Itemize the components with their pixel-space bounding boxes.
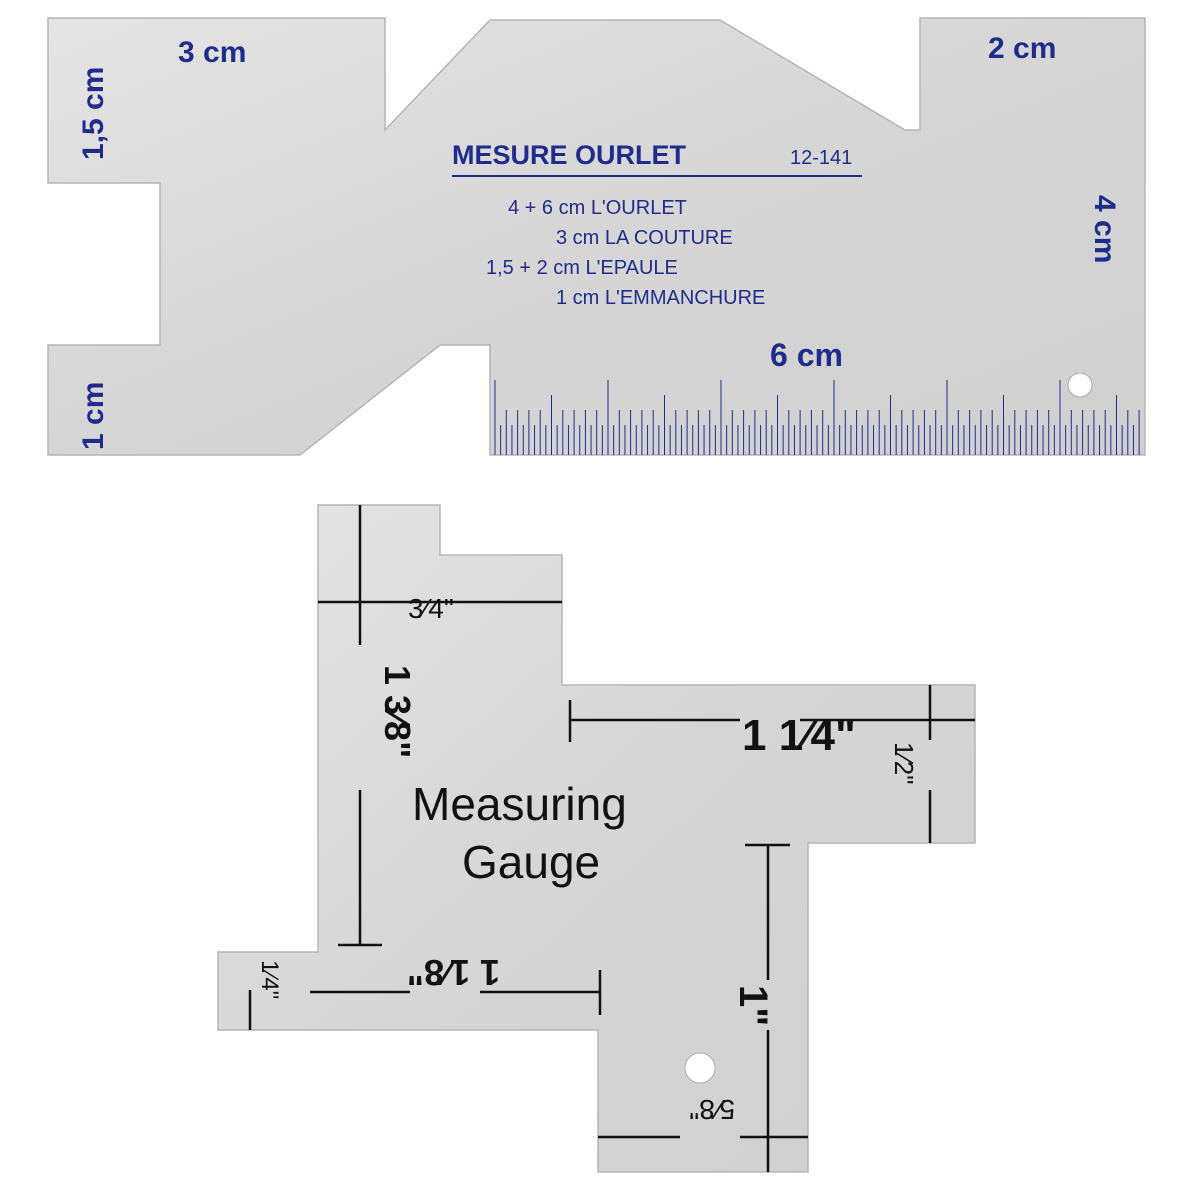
instruction-line: 4 + 6 cm L'OURLET xyxy=(508,197,687,219)
label-one-inch: 1" xyxy=(731,985,775,1026)
hanging-hole xyxy=(684,1052,716,1084)
label-half: 1⁄2" xyxy=(889,742,919,785)
label-6cm: 6 cm xyxy=(770,337,843,373)
measuring-gauge-plate xyxy=(217,504,976,1173)
measuring-gauge: 3⁄4" 1 3⁄8" 1 1⁄4" 1⁄2" Measuring Gauge … xyxy=(217,504,976,1173)
label-4cm: 4 cm xyxy=(1088,195,1121,263)
label-one-quarter: 1 1⁄4" xyxy=(742,711,856,760)
hanging-hole xyxy=(1067,372,1093,398)
gauge-title: Gauge xyxy=(462,836,600,888)
ruler-ticks xyxy=(494,380,1140,455)
hem-gauge: 3 cm 2 cm 1,5 cm 1 cm 4 cm 6 cm MESURE O… xyxy=(47,17,1146,456)
model-number: 12-141 xyxy=(790,147,852,169)
label-quarter: 1⁄4" xyxy=(256,960,283,999)
instruction-line: 1,5 + 2 cm L'EPAULE xyxy=(486,257,678,279)
label-one-three-eighths: 1 3⁄8" xyxy=(377,665,418,758)
label-one-eighth: 1 1⁄8" xyxy=(407,952,500,993)
label-2cm: 2 cm xyxy=(988,32,1056,65)
label-three-quarter: 3⁄4" xyxy=(408,593,454,624)
gauge-title: MESURE OURLET xyxy=(452,140,687,170)
label-1-5cm: 1,5 cm xyxy=(77,67,110,160)
instruction-line: 3 cm LA COUTURE xyxy=(556,227,733,249)
label-1cm: 1 cm xyxy=(77,382,110,450)
label-3cm: 3 cm xyxy=(178,36,246,69)
label-five-eighths: 5⁄8" xyxy=(689,1094,735,1125)
instruction-line: 1 cm L'EMMANCHURE xyxy=(556,287,765,309)
dimension-lines xyxy=(248,505,975,1172)
gauge-title: Measuring xyxy=(412,778,627,830)
